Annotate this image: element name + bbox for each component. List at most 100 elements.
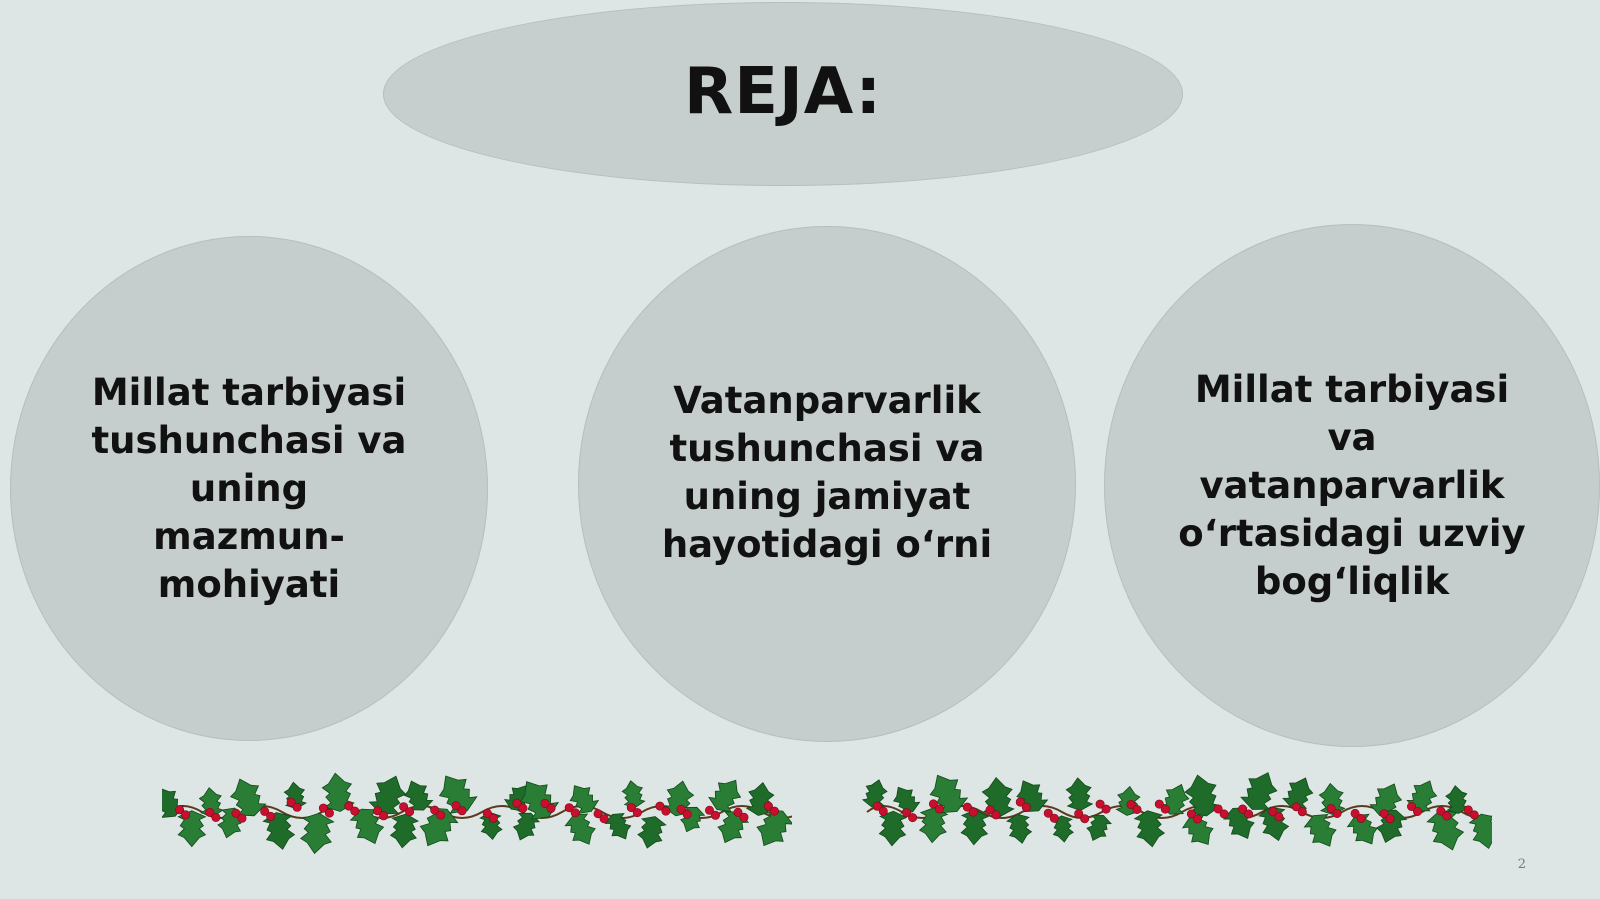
holly-berry (878, 806, 888, 816)
holly-berry (430, 805, 440, 815)
holly-leaf (1016, 780, 1049, 813)
holly-berry (436, 810, 446, 820)
holly-berry (1043, 808, 1053, 818)
holly-berry (405, 807, 415, 817)
holly-leaf (262, 812, 296, 850)
holly-leaf (177, 810, 207, 848)
holly-berry (1268, 807, 1278, 817)
holly-berry (968, 807, 978, 817)
holly-leaf (1445, 785, 1470, 814)
holly-berry (676, 804, 686, 814)
holly-leaf (862, 779, 888, 808)
holly-leaf (321, 772, 355, 812)
holly-berry (1219, 809, 1229, 819)
holly-berry (488, 813, 498, 823)
holly-berry (570, 808, 580, 818)
holly-berry (564, 803, 574, 813)
holly-berry (1326, 803, 1336, 813)
holly-berry (1356, 813, 1366, 823)
holly-berry (632, 808, 642, 818)
holly-leaf (929, 774, 969, 814)
holly-leaf (300, 812, 335, 855)
holly-berry (962, 802, 972, 812)
holly-berry (205, 807, 215, 817)
holly-berry (704, 805, 714, 815)
holly-leaf (419, 807, 459, 847)
holly-leaf (1240, 772, 1278, 810)
holly-leaf (1468, 813, 1492, 850)
holly-leaf (1318, 782, 1346, 816)
holly-leaf (1282, 777, 1314, 810)
holly-berry (1192, 814, 1202, 824)
holly-berry (324, 808, 334, 818)
holly-leaf (368, 775, 407, 815)
holly-berry (1436, 806, 1446, 816)
holly-berry (739, 812, 749, 822)
holly-berry (373, 806, 383, 816)
holly-berry (661, 806, 671, 816)
holly-berry (318, 803, 328, 813)
holly-berry (512, 798, 522, 808)
holly-berry (1274, 812, 1284, 822)
holly-leaf (604, 813, 632, 840)
holly-leaf (512, 812, 541, 841)
holly-berry (237, 813, 247, 823)
holly-leaf (1303, 814, 1337, 847)
holly-berry (1412, 806, 1422, 816)
holly-berry (1291, 802, 1301, 812)
holly-leaf (198, 787, 224, 817)
holly-berry (1385, 814, 1395, 824)
holly-leaf (1133, 810, 1166, 848)
holly-berry (593, 809, 603, 819)
holly-berry (518, 803, 528, 813)
holly-leaf (1086, 814, 1112, 841)
holly-berry (1186, 809, 1196, 819)
holly-berry (350, 806, 360, 816)
holly-berry (286, 797, 296, 807)
holly-berry (1015, 797, 1025, 807)
holly-leaf (918, 807, 949, 844)
holly-berry (682, 809, 692, 819)
holly-leaf (878, 810, 908, 847)
holly-berry (457, 806, 467, 816)
holly-berry (1238, 804, 1248, 814)
holly-berry (1442, 811, 1452, 821)
holly-berry (175, 805, 185, 815)
holly-berry (451, 801, 461, 811)
holly-berry (1297, 807, 1307, 817)
holly-berry (928, 799, 938, 809)
title-ellipse: REJA: (383, 2, 1183, 186)
holly-berry (379, 811, 389, 821)
holly-berry (344, 801, 354, 811)
holly-leaf (403, 780, 434, 811)
holly-berry (181, 810, 191, 820)
holly-leaf (1426, 809, 1465, 851)
holly-berry (1379, 809, 1389, 819)
holly-berry (908, 813, 918, 823)
holly-berry (872, 801, 882, 811)
holly-berry (710, 810, 720, 820)
holly-berry (1160, 804, 1170, 814)
holly-berry (540, 798, 550, 808)
holly-leaf (756, 809, 792, 847)
holly-leaf (621, 780, 646, 808)
holly-leaf (1346, 813, 1378, 845)
page-number: 2 (1517, 857, 1526, 872)
holly-berry (934, 804, 944, 814)
holly-berry (1463, 805, 1473, 815)
holly-leaf (349, 808, 385, 845)
holly-leaf (892, 786, 921, 814)
holly-berry (399, 802, 409, 812)
plan-item-circle-2: Vatanparvarlik tushunchasi va uning jami… (578, 226, 1076, 742)
holly-berry (1126, 799, 1136, 809)
holly-berry (1244, 809, 1254, 819)
holly-berry (1154, 799, 1164, 809)
holly-berry (1132, 804, 1142, 814)
holly-berry (902, 808, 912, 818)
holly-berry (292, 802, 302, 812)
holly-leaf (1184, 774, 1222, 817)
plan-item-text-2: Vatanparvarlik tushunchasi va uning jami… (661, 379, 993, 566)
holly-berry (733, 807, 743, 817)
holly-leaf (389, 813, 420, 849)
